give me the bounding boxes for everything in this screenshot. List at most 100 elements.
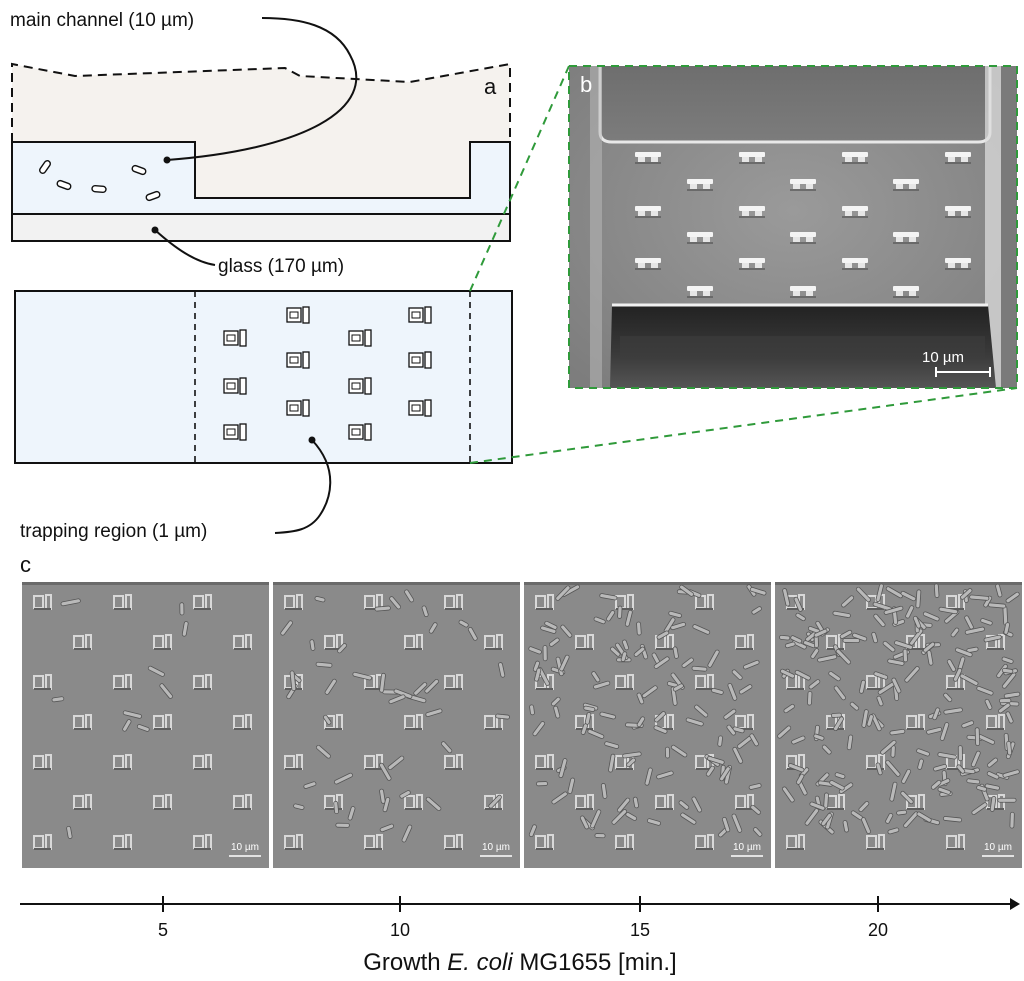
frame-trap [33, 674, 52, 690]
bacterium-cell [839, 629, 853, 639]
frame-trap [33, 594, 52, 610]
frame-trap [986, 714, 1005, 730]
bacterium-cell [876, 695, 884, 707]
bacterium-cell [529, 704, 535, 716]
bacterium-cell [916, 748, 930, 757]
bacterium-cell [664, 746, 670, 759]
frame-scale-label: 10 µm [733, 842, 761, 853]
frame-trap [73, 634, 92, 650]
main-channel-leader [166, 17, 358, 161]
bacterium-cell [606, 610, 616, 622]
bacterium-cell [656, 630, 670, 640]
bacterium-cell [750, 804, 761, 815]
bacterium-cell [534, 667, 542, 682]
bacterium-cell [583, 705, 596, 712]
bacterium-cell [809, 801, 826, 811]
frame-trap [284, 594, 303, 610]
bacterium-cell [536, 781, 548, 787]
frame-trap [535, 754, 554, 770]
bacterium-cell [668, 610, 682, 619]
bacterium-cell [591, 671, 601, 683]
trap-icon [223, 329, 247, 347]
bacterium-cell [966, 778, 981, 785]
bacterium-cell [904, 666, 920, 683]
trap-icon [408, 399, 432, 417]
bacterium-cell [608, 753, 616, 773]
bacterium-cell [551, 791, 568, 805]
bacterium-cell [159, 683, 173, 699]
bacterium-cell [374, 605, 391, 612]
time-lapse-frame: 10 µm [775, 582, 1022, 868]
bacterium-cell [753, 827, 763, 837]
bacterium-cell [379, 762, 392, 781]
tick-label: 20 [868, 920, 888, 940]
bacterium-cell [885, 586, 903, 599]
trap-icon [348, 329, 372, 347]
bacterium-cell [309, 639, 316, 651]
bacterium-cell [719, 766, 731, 782]
bacterium-cell [425, 796, 442, 812]
bacterium-cell [324, 678, 337, 695]
bacterium-cell [560, 624, 573, 638]
bacterium-cell [976, 785, 987, 792]
bacterium-cell [870, 713, 882, 732]
bacterium-cell [943, 707, 963, 715]
bacterium-cell [988, 602, 1007, 609]
bacterium-cell [333, 800, 339, 815]
frame-trap [364, 834, 383, 850]
bacterium-cell [887, 658, 905, 666]
bacterium-cell [293, 803, 305, 810]
bacterium-cell [620, 651, 628, 662]
frame-scale-bar: 10 µm [982, 842, 1014, 857]
frame-trap [695, 674, 714, 690]
trap-structures [223, 306, 432, 441]
bacterium-cell [861, 817, 871, 834]
frame-trap [193, 594, 212, 610]
frame-trap [906, 794, 925, 810]
bacterium-cell [902, 648, 908, 663]
bacterium-cell [593, 616, 606, 625]
sem-trap [893, 179, 919, 191]
bacterium-cell [983, 634, 1002, 643]
sem-trap [842, 152, 868, 164]
bacterium-cell [813, 733, 825, 741]
frame-trap [113, 834, 132, 850]
bacterium-cell [280, 620, 293, 636]
frame-trap [284, 754, 303, 770]
bacterium-cell [352, 671, 373, 681]
bacterium-cell [858, 801, 870, 813]
bacterium-cell [834, 772, 846, 779]
bacterium-cell [880, 739, 897, 755]
bacterium-cell [421, 605, 429, 618]
sem-trap [790, 286, 816, 298]
bacterium-cell [969, 594, 990, 601]
bacterium-cell [647, 818, 661, 826]
bacterium-cell [670, 686, 678, 706]
bacterium-cell [389, 596, 402, 610]
bacterium-cell [424, 679, 439, 694]
bacterium-cell [909, 628, 924, 646]
frame-trap [113, 674, 132, 690]
time-lapse-frame: 10 µm [524, 582, 771, 868]
bacterium-cell [916, 811, 932, 823]
bacterium-cell [323, 714, 332, 725]
bacterium-cell [467, 627, 478, 641]
frame-trap [73, 714, 92, 730]
glass-slide [11, 213, 511, 242]
sem-trap [635, 206, 661, 218]
tick-label: 15 [630, 920, 650, 940]
top-view-channel [14, 290, 513, 464]
bacterium-cell [604, 741, 620, 749]
bacterium-cell [793, 596, 803, 612]
bacterium-cell [779, 634, 791, 641]
bacterium-cell [731, 813, 743, 833]
frame-trap [113, 594, 132, 610]
bacterium-cell [656, 770, 674, 780]
frame-trap [153, 714, 172, 730]
sem-trap [945, 206, 971, 218]
bacterium-cell [889, 728, 906, 736]
bacterium-cell [315, 661, 333, 668]
frame-trap [153, 794, 172, 810]
bacterium-cell [551, 696, 561, 707]
bacterium-cell [842, 638, 861, 644]
